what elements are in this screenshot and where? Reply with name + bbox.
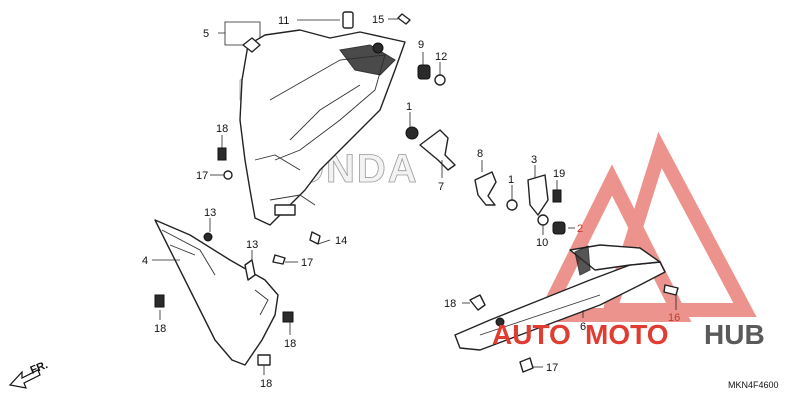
callout-8: 8 <box>477 148 483 160</box>
direction-indicator: FR. <box>8 359 50 389</box>
callouts: 5 11 15 9 12 1 18 17 7 8 3 19 1 2 10 13 … <box>142 14 680 390</box>
callout-13: 13 <box>204 207 216 219</box>
lower-side-cowl <box>154 219 321 366</box>
callout-17: 17 <box>546 362 558 374</box>
callout-13: 13 <box>246 239 258 251</box>
callout-1: 1 <box>508 174 514 186</box>
watermark-text: AUTO MOTO HUB <box>492 319 765 350</box>
callout-17: 17 <box>301 257 313 269</box>
callout-6: 6 <box>580 321 586 333</box>
callout-5: 5 <box>203 28 209 40</box>
callout-9: 9 <box>418 39 424 51</box>
callout-12: 12 <box>435 51 447 63</box>
callout-10: 10 <box>536 237 548 249</box>
leader-lines <box>152 18 677 375</box>
watermark-logo <box>533 131 757 322</box>
callout-1: 1 <box>406 101 412 113</box>
watermark-part1: AUTO <box>492 319 571 350</box>
under-cowl <box>454 244 679 373</box>
callout-18: 18 <box>154 323 166 335</box>
callout-4: 4 <box>142 255 148 267</box>
callout-16: 16 <box>668 312 680 324</box>
watermark-part2: MOTO <box>585 319 668 350</box>
callout-3: 3 <box>531 154 537 166</box>
callout-2: 2 <box>577 223 583 235</box>
upper-cowl <box>239 29 406 226</box>
callout-18: 18 <box>444 298 456 310</box>
callout-18: 18 <box>216 123 228 135</box>
fasteners-top <box>217 11 456 180</box>
callout-17: 17 <box>196 170 208 182</box>
brackets-right <box>474 171 566 235</box>
callout-7: 7 <box>438 181 444 193</box>
callout-18: 18 <box>284 338 296 350</box>
front-arrow-icon <box>8 369 41 389</box>
callout-19: 19 <box>553 168 565 180</box>
callout-11: 11 <box>278 15 289 27</box>
callout-18: 18 <box>260 378 272 390</box>
watermark-part3: HUB <box>704 319 765 350</box>
diagram-code: MKN4F4600 <box>728 380 779 390</box>
callout-15: 15 <box>372 14 384 26</box>
direction-label: FR. <box>29 359 50 377</box>
callout-14: 14 <box>335 235 347 247</box>
